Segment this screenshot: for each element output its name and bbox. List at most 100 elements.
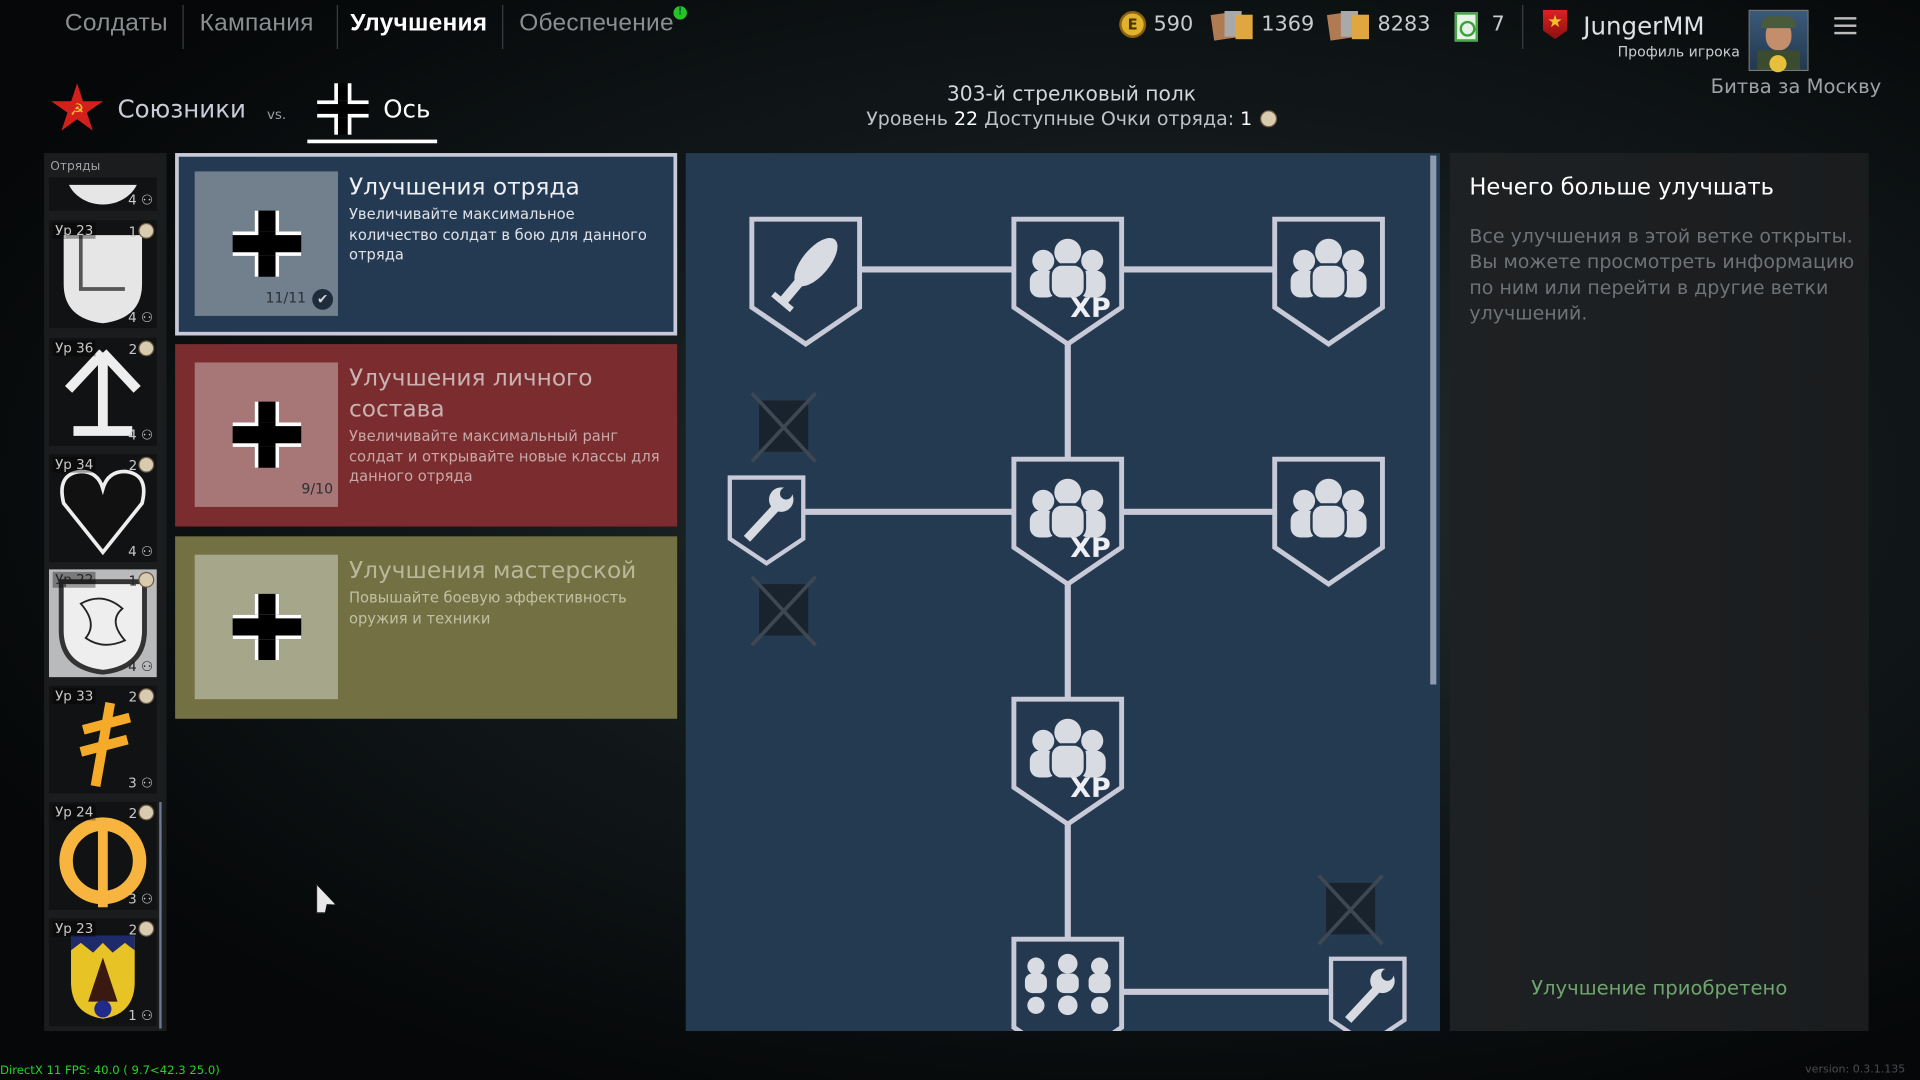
soldier-cards-icon [1326,11,1371,41]
weapon-cards-icon [1210,11,1254,41]
person-icon: ⚇ [140,192,154,209]
squad-point-icon [138,688,155,705]
squad-point-icon [138,920,155,937]
squad-header: 303-й стрелковый полк Уровень 22 Доступн… [686,82,1457,130]
squad-level: Ур 24 [52,804,96,821]
nav-divider [336,4,338,49]
xp-label: XP [1070,293,1111,324]
mouse-cursor-icon [315,884,336,914]
node-xp-2[interactable]: XP [1014,459,1122,584]
soldier-cards-value: 8283 [1377,12,1431,37]
node-xp-1[interactable]: XP [1014,219,1122,344]
iron-cross-icon [232,593,302,661]
node-wrench-1[interactable] [730,478,803,564]
branch-card[interactable]: 9/10 Улучшения личного состава Увеличива… [175,344,678,527]
squad-point-icon [1259,110,1277,128]
weapon-cards-value: 1369 [1261,12,1315,37]
node-wrench-2[interactable] [1331,959,1404,1031]
squad-count-value: 4 [128,543,137,560]
faction-allies[interactable]: Союзники [117,94,246,124]
branch-title: Улучшения личного состава [348,364,593,423]
branch-description: Увеличивайте максимальный ранг солдат и … [348,427,660,485]
branch-text: Улучшения личного состава Увеличивайте м… [349,364,661,487]
tab-soldiers[interactable]: Солдаты [64,9,168,37]
squad-soldier-count: 4 ⚇ [128,427,153,443]
squad-count-value: 3 [128,775,137,792]
tab-campaign[interactable]: Кампания [199,9,314,37]
person-icon: ⚇ [140,891,154,908]
faction-axis[interactable]: Ось [383,94,431,124]
node-mortar[interactable] [752,219,860,344]
squad-points-value: 2 [128,457,138,474]
squad-item[interactable]: Ур 34 2 4 ⚇ [48,454,157,563]
squad-points: 1 [128,222,155,241]
squad-soldier-count: 4 ⚇ [128,544,153,560]
squad-name: 303-й стрелковый полк [946,82,1196,106]
person-icon: ⚇ [140,1007,154,1024]
squad-count-value: 4 [128,658,137,675]
tree-scrollbar[interactable] [1430,155,1437,685]
squad-points-value: 2 [128,341,138,358]
squad-soldier-count: 1 ⚇ [128,1008,153,1024]
player-avatar[interactable] [1748,9,1809,73]
nav-divider [502,4,504,49]
squad-point-icon [138,804,155,821]
xp-label: XP [1070,533,1111,564]
squad-soldier-count: 4 ⚇ [128,659,153,675]
gold-value: 590 [1153,12,1194,37]
upgrade-tree-panel: XP XP XP [685,153,1441,1032]
player-name[interactable]: JungerMM [1583,11,1705,41]
person-icon: ⚇ [140,427,154,444]
squad-soldier-count: 3 ⚇ [128,891,153,907]
squad-item[interactable]: Ур 24 2 3 ⚇ [48,802,157,910]
xp-label: XP [1070,773,1111,804]
fps-readout: DirectX 11 FPS: 40.0 ( 9.7<42.3 25.0) [0,1064,220,1078]
squad-level: Ур 36 [52,340,96,357]
node-squad-large[interactable] [1014,939,1122,1031]
tree-connectors [804,266,1329,995]
squad-soldier-count: 3 ⚇ [128,775,153,791]
branch-card[interactable]: 11/11 ✔ Улучшения отряда Увеличивайте ма… [175,153,678,336]
nav-divider [1522,4,1524,49]
notification-badge: ! [673,6,687,20]
menu-icon[interactable] [1834,16,1857,36]
branch-text: Улучшения отряда Увеличивайте максимальн… [349,173,661,265]
node-squad-size-2[interactable] [1275,459,1383,584]
person-icon: ⚇ [140,543,154,560]
version-label: version: 0.3.1.135 [1805,1064,1906,1077]
node-xp-3[interactable]: XP [1014,699,1122,824]
squad-points-value: 1 [128,224,138,241]
squad-soldier-count: 4 ⚇ [128,192,153,208]
squad-points-value: 1 [128,573,138,589]
squad-level: Ур 34 [52,456,96,473]
squad-item[interactable]: 4 ⚇ [48,177,157,211]
profile-label[interactable]: Профиль игрока [1617,42,1740,61]
squad-point-icon [138,571,155,588]
nav-divider [182,4,184,49]
info-body: Все улучшения в этой ветке открыты. Вы м… [1469,225,1855,325]
branch-description: Повышайте боевую эффективность оружия и … [348,588,627,627]
squad-points-value: 2 [128,805,138,822]
axis-cross-icon[interactable] [317,83,369,135]
branch-card[interactable]: Улучшения мастерской Повышайте боевую эф… [175,536,678,719]
sidebar-scrollbar[interactable] [159,802,162,1029]
tab-supply[interactable]: Обеспечение [519,9,674,37]
squad-points: 1 [1240,107,1253,130]
tab-upgrades[interactable]: Улучшения [350,9,488,37]
branch-title: Улучшения отряда [348,173,580,201]
squad-item[interactable]: Ур 36 2 4 ⚇ [48,337,157,446]
campaign-name: Битва за Москву [1710,74,1882,98]
branch-text: Улучшения мастерской Повышайте боевую эф… [349,556,661,628]
person-icon: ⚇ [140,658,154,675]
squad-points: 2 [128,804,155,822]
squad-points: 2 [129,688,155,705]
branch-progress: 11/11 [265,288,307,307]
branch-thumbnail [194,554,338,700]
green-refresh-ticket-icon [1454,12,1478,42]
node-squad-size-1[interactable] [1275,219,1383,344]
